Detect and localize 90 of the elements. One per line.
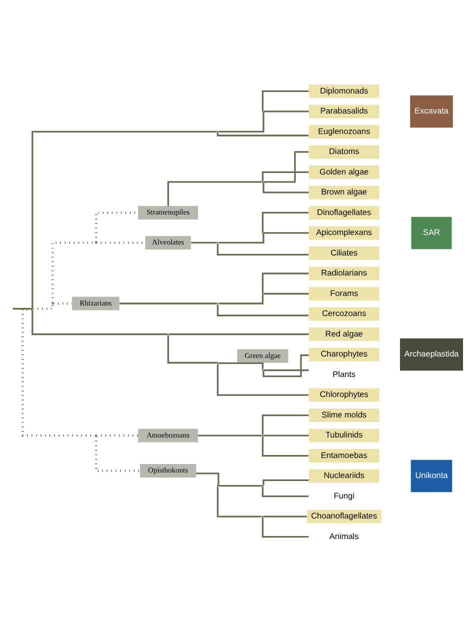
connector [32,304,54,310]
node-box: Parabasalids [308,104,379,118]
connector [261,212,308,232]
node-point [216,484,218,487]
connector [94,436,140,472]
node-text: Fungi [333,491,354,500]
connector [263,434,308,436]
connector [31,130,216,308]
node-box: Green algae [236,349,288,363]
node-box: Stramenopiles [138,206,198,220]
node-text: Animals [328,532,358,541]
connector [261,436,308,457]
connector [216,244,308,256]
connector [190,242,216,244]
node-box: Tubulinids [308,428,379,442]
connector [51,242,94,303]
node-point [261,292,264,295]
node-box: Rhizarians [72,296,119,310]
connector [166,181,262,206]
node-box: Brown algae [308,186,379,200]
node-box: Opisthokonts [139,464,196,478]
node-point [94,242,96,244]
connector [166,335,216,364]
node-box: Ciliates [308,246,379,260]
connector [216,132,308,136]
connector [261,171,308,182]
node-point [261,181,264,183]
node-box: Radiolarians [308,266,379,280]
node-box: Nucleariids [308,469,379,483]
node-box: Excavata [410,95,452,128]
connector [12,308,31,310]
node-box: Entamoebas [308,449,379,463]
node-box: Cercozoans [308,307,379,321]
connector [216,304,308,316]
connector [262,479,308,486]
connector [31,310,167,336]
connector [261,517,308,538]
node-point [261,369,264,372]
node-point [216,362,218,364]
connector [263,110,308,112]
connector [216,486,262,518]
connector [261,272,308,293]
node-box: Apicomplexans [308,226,379,240]
node-box: Charophytes [308,348,379,362]
node-text: Plants [332,370,356,379]
node-box: Forams [308,287,379,300]
connector [263,516,306,518]
node-box: Chlorophytes [308,388,379,402]
node-point [261,110,264,112]
node-box: Red algae [308,328,379,341]
connector [263,151,308,183]
connector [262,354,308,378]
node-point [216,130,218,133]
node-point [216,302,218,304]
connector [218,484,262,487]
connector [263,369,308,372]
connector [168,333,308,336]
node-box: Unikonta [410,460,452,492]
node-point [51,302,53,304]
node-point [261,434,264,436]
connector [261,90,308,111]
node-box: Golden algae [308,165,379,179]
connector [263,292,308,295]
connector [53,302,72,305]
connector [216,364,308,396]
node-point [216,242,218,244]
node-point [94,434,96,436]
node-box: Alveolates [144,236,190,250]
connector [198,434,262,436]
node-box: Euglenozoans [308,124,379,138]
connector [96,434,138,437]
node-box: Dinoflagellates [308,206,379,220]
node-box: Diplomonads [308,84,379,98]
node-point [261,516,264,518]
connector [94,212,138,242]
node-box: Amoebozoans [138,428,198,442]
node-point [166,333,168,336]
connector [218,294,264,304]
connector [218,362,264,370]
connector [261,414,308,435]
node-box: Diatoms [308,145,379,159]
node-box: SAR [410,216,452,250]
node-box: Choanoflagellates [306,510,381,524]
node-box: Slime molds [308,408,379,422]
connector [263,232,308,234]
connector [261,486,308,498]
node-box: Archaeplastida [399,338,462,371]
node-point [261,232,264,234]
connector [118,302,216,304]
connector [96,242,144,244]
